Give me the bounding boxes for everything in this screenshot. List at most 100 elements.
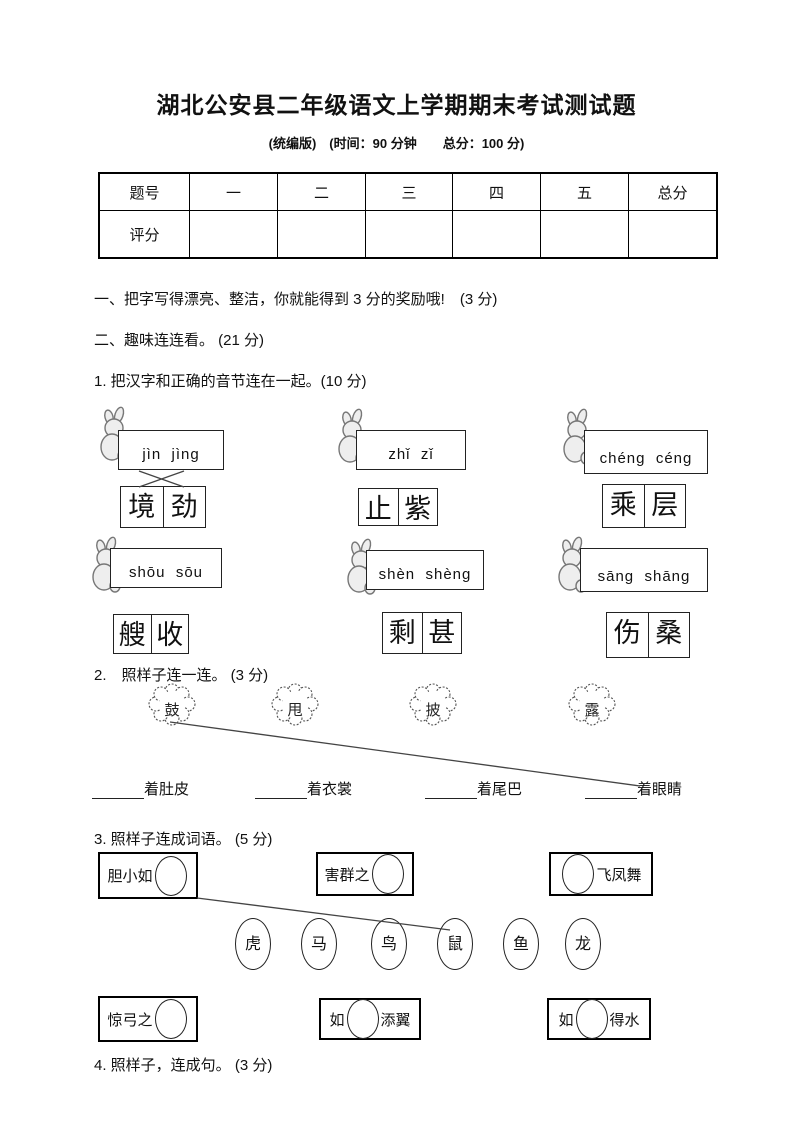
idiom-box: 飞凤舞	[549, 852, 653, 896]
animal-circle: 虎	[235, 918, 271, 970]
animal-character: 马	[310, 936, 327, 953]
hanzi: 紫	[404, 494, 432, 524]
character-cell: 剩	[383, 613, 422, 653]
pinyin-box: shèn shèng	[366, 550, 484, 590]
word-bubble: 露	[568, 683, 616, 726]
hanzi: 境	[128, 492, 156, 522]
score-header-cell: 五	[540, 172, 629, 211]
score-header-cell: 总分	[628, 172, 718, 211]
character-cell: 桑	[647, 613, 690, 657]
page-subtitle: (统编版) (时间：90 分钟 总分：100 分)	[268, 136, 525, 151]
score-empty-cell	[452, 210, 541, 259]
missing-character-circle	[154, 855, 187, 896]
score-header-cell: 一	[189, 172, 278, 211]
animal-character: 鱼	[512, 936, 529, 953]
q2-example-line	[169, 721, 641, 787]
character-cell: 乘	[603, 485, 644, 527]
character-cell: 收	[150, 615, 189, 653]
q1-example-line	[138, 470, 185, 488]
character-cell: 紫	[397, 489, 438, 525]
phrase-text: 着衣裳	[307, 781, 353, 798]
q2-label: 2. 照样子连一连。 (3 分)	[94, 667, 269, 684]
idiom-box: 害群之	[316, 852, 414, 896]
idiom-text: 如	[558, 1011, 574, 1029]
animal-circle: 龙	[565, 918, 601, 970]
bubble-word: 露	[584, 702, 599, 719]
hanzi: 止	[364, 494, 392, 524]
score-table-score-row: 评分	[98, 210, 718, 259]
animal-circle: 鸟	[371, 918, 407, 970]
character-box: 艘 收	[113, 614, 189, 654]
pinyin-box: jìn jìng	[118, 430, 224, 470]
missing-character-circle	[346, 999, 379, 1039]
character-cell: 层	[643, 485, 686, 527]
section-1-heading: 一、把字写得漂亮、整洁，你就能得到 3 分的奖励哦! (3 分)	[94, 291, 498, 308]
mascot-clipart-icon	[558, 536, 587, 593]
character-box: 境 劲	[120, 486, 206, 528]
phrase-text: 着尾巴	[477, 781, 523, 798]
answer-blank	[255, 783, 307, 799]
idiom-text: 惊弓之	[107, 1011, 153, 1029]
hanzi: 桑	[655, 618, 683, 648]
score-empty-cell	[277, 210, 366, 259]
pinyin-box: zhǐ zǐ	[356, 430, 466, 470]
pinyin-box: shōu sōu	[110, 548, 222, 588]
mascot-clipart-icon	[563, 408, 592, 465]
bubble-word: 鼓	[164, 702, 179, 719]
hanzi: 艘	[118, 620, 146, 650]
animal-circle: 马	[301, 918, 337, 970]
idiom-text: 飞凤舞	[596, 866, 642, 884]
character-cell: 伤	[607, 613, 648, 657]
phrase-text: 着眼睛	[637, 781, 683, 798]
phrase-item: 着衣裳	[255, 778, 352, 799]
character-cell: 劲	[162, 487, 206, 527]
score-row-label: 评分	[98, 210, 190, 259]
phrase-item: 着眼睛	[585, 778, 682, 799]
idiom-text: 害群之	[324, 866, 370, 884]
hanzi: 收	[156, 620, 184, 650]
phrase-item: 着肚皮	[92, 778, 189, 799]
score-empty-cell	[365, 210, 453, 259]
hanzi: 乘	[609, 490, 637, 520]
phrase-item: 着尾巴	[425, 778, 522, 799]
score-header-cell: 题号	[98, 172, 190, 211]
animal-character: 龙	[574, 936, 591, 953]
pinyin-box: sāng shāng	[580, 548, 708, 592]
score-empty-cell	[189, 210, 278, 259]
score-empty-cell	[628, 210, 718, 259]
hanzi: 剩	[388, 618, 416, 648]
character-box: 止 紫	[358, 488, 438, 526]
character-box: 伤 桑	[606, 612, 690, 658]
idiom-box: 胆小如	[98, 852, 198, 899]
hanzi: 劲	[170, 492, 198, 522]
section-2-heading: 二、趣味连连看。 (21 分)	[94, 332, 265, 349]
pinyin-box: chéng céng	[584, 430, 708, 474]
animal-character: 鸟	[380, 936, 397, 953]
bubble-word: 披	[425, 702, 440, 719]
character-cell: 艘	[114, 615, 151, 653]
idiom-box: 如得水	[547, 998, 651, 1040]
character-box: 乘 层	[602, 484, 686, 528]
idiom-box: 惊弓之	[98, 996, 198, 1042]
q1-label: 1. 把汉字和正确的音节连在一起。(10 分)	[94, 373, 367, 390]
score-header-cell: 四	[452, 172, 541, 211]
idiom-box: 如 添翼	[319, 998, 421, 1040]
word-bubble: 披	[409, 683, 457, 726]
score-header-cell: 二	[277, 172, 366, 211]
idiom-text: 添翼	[380, 1011, 411, 1029]
missing-character-circle	[562, 854, 595, 894]
character-box: 剩 甚	[382, 612, 462, 654]
missing-character-circle	[371, 854, 404, 894]
character-cell: 止	[359, 489, 398, 525]
score-header-cell: 三	[365, 172, 453, 211]
hanzi: 伤	[613, 618, 641, 648]
missing-character-circle	[154, 999, 187, 1039]
score-table-header-row: 题号 一 二 三 四 五 总分	[98, 172, 718, 211]
idiom-text: 如	[329, 1011, 345, 1029]
bubble-word: 甩	[287, 702, 302, 719]
q4-label: 4. 照样子，连成句。 (3 分)	[94, 1057, 273, 1074]
word-bubble: 甩	[271, 683, 319, 726]
idiom-text: 胆小如	[107, 868, 153, 885]
phrase-text: 着肚皮	[144, 781, 190, 798]
